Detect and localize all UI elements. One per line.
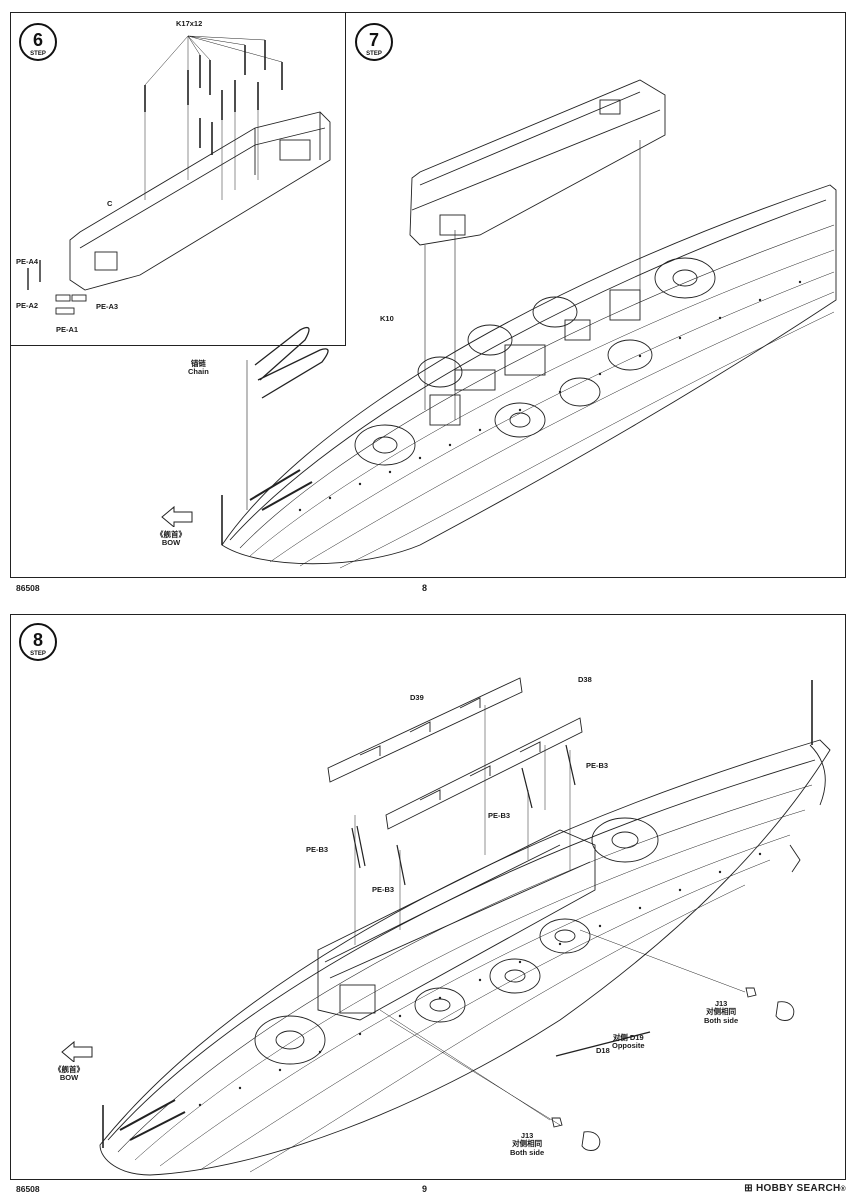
- label-d18: D18: [596, 1046, 610, 1055]
- step7-word: STEP: [366, 51, 382, 57]
- label-bow-top-cn: 《舰首》: [156, 530, 186, 539]
- page-8: 6 STEP 7 STEP K17x12 C PE-A4 PE-A2 PE-A3…: [10, 12, 846, 593]
- label-k10: K10: [380, 314, 394, 323]
- label-j13-bottom-en: Both side: [510, 1147, 545, 1157]
- step6-inset-box: [10, 12, 346, 346]
- step6-badge: 6 STEP: [18, 22, 58, 62]
- hobby-search-watermark: ⊞ HOBBY SEARCH®: [744, 1183, 846, 1194]
- step7-badge: 7 STEP: [354, 22, 394, 62]
- step6-deck-drawing: [27, 35, 331, 315]
- page-9-frame: [10, 614, 846, 1180]
- label-pe-a2: PE-A2: [16, 301, 39, 310]
- label-pe-a3: PE-A3: [96, 302, 119, 311]
- step7-number: 7: [369, 30, 379, 50]
- label-d19: 对侧 D19 Opposite: [612, 1033, 645, 1051]
- label-j13-right-part: J13: [714, 999, 728, 1008]
- label-bow-bottom-en: BOW: [59, 1073, 79, 1083]
- label-pe-b3-right: PE-B3: [586, 761, 609, 770]
- step7-hull-drawing: [221, 79, 837, 569]
- label-bow-bottom: 《舰首》 BOW: [54, 1065, 84, 1083]
- label-c: C: [107, 199, 113, 208]
- label-d39: D39: [410, 693, 424, 702]
- label-bow-top: 《舰首》 BOW: [156, 530, 186, 548]
- label-j13-bottom: J13 对侧相同 Both side: [510, 1131, 545, 1157]
- label-chain: 锚链 Chain: [188, 359, 209, 377]
- bow-arrow-icon: [160, 505, 194, 532]
- label-chain-en: Chain: [188, 367, 209, 377]
- label-d19-en: Opposite: [612, 1041, 645, 1051]
- label-d19-cn: 对侧 D19: [612, 1033, 644, 1042]
- step8-number: 8: [33, 630, 43, 650]
- product-code-top: 86508: [16, 583, 40, 593]
- label-bow-bottom-cn: 《舰首》: [54, 1065, 84, 1074]
- label-chain-cn: 锚链: [190, 359, 206, 368]
- label-k17x12: K17x12: [176, 19, 203, 28]
- watermark-reg: ®: [840, 1186, 846, 1193]
- label-pe-b3-left: PE-B3: [306, 845, 329, 854]
- label-pe-b3-lower: PE-B3: [372, 885, 395, 894]
- label-pe-a1: PE-A1: [56, 325, 79, 334]
- label-j13-right-cn: 对侧相同: [706, 1007, 737, 1017]
- step6-number: 6: [33, 30, 43, 50]
- label-j13-right-en: Both side: [704, 1015, 739, 1025]
- label-j13-right: J13 对侧相同 Both side: [704, 999, 739, 1025]
- bow-arrow-bottom-icon: [60, 1040, 94, 1067]
- label-j13-bottom-cn: 对侧相同: [512, 1139, 543, 1149]
- label-d38: D38: [578, 675, 592, 684]
- label-bow-top-en: BOW: [161, 538, 181, 548]
- label-pe-b3-mid: PE-B3: [488, 811, 511, 820]
- step8-hull-drawing: [99, 677, 831, 1176]
- step6-word: STEP: [30, 51, 46, 57]
- page-number-8: 8: [422, 583, 428, 593]
- step8-word: STEP: [30, 651, 46, 657]
- page-number-9: 9: [422, 1184, 428, 1194]
- step8-badge: 8 STEP: [18, 622, 58, 662]
- label-pe-a4: PE-A4: [16, 257, 39, 266]
- watermark-brand: HOBBY SEARCH: [755, 1183, 841, 1194]
- product-code-bottom: 86508: [16, 1184, 40, 1194]
- page-9: 8 STEP D39 D38 PE-B3 PE-B3 PE-B3 PE-B3 对…: [0, 600, 856, 1200]
- label-j13-bottom-part: J13: [520, 1131, 534, 1140]
- hobby-search-logo-icon: ⊞: [744, 1183, 753, 1194]
